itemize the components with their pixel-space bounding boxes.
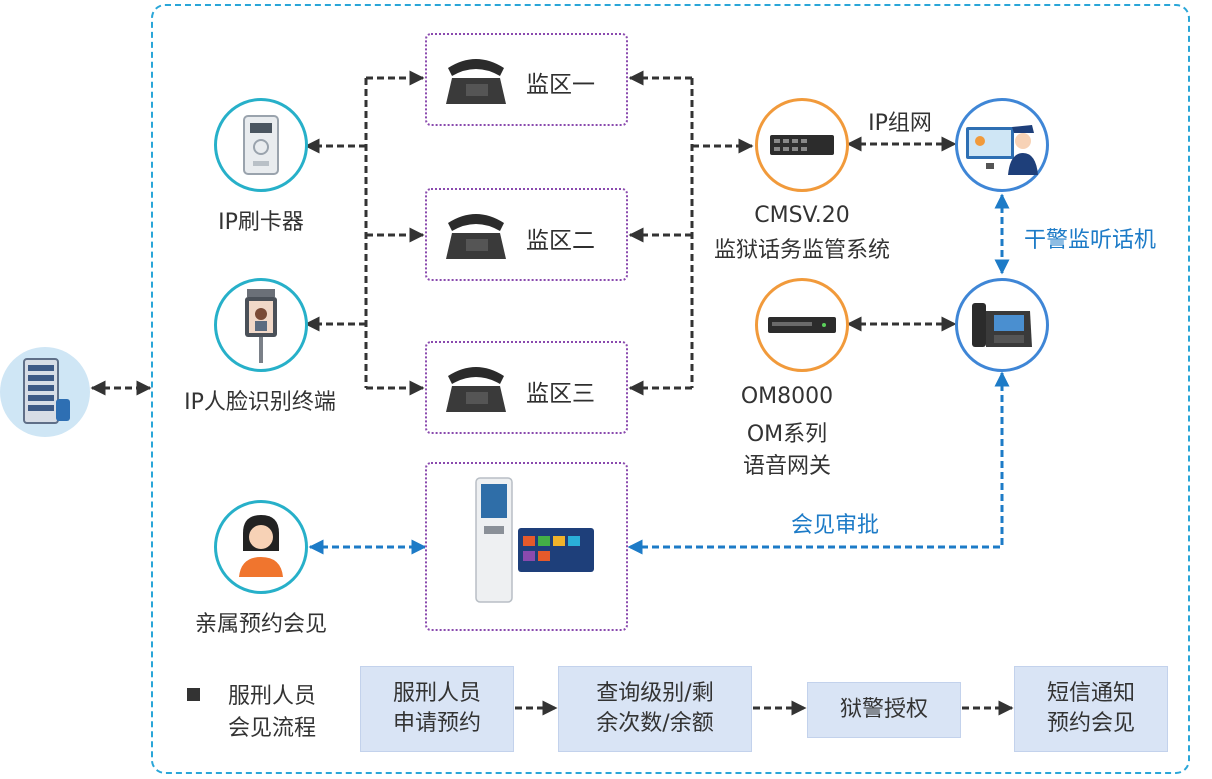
om-name-label: 语音网关 bbox=[742, 454, 831, 479]
family-node bbox=[214, 500, 308, 594]
approval-label: 会见审批 bbox=[790, 513, 879, 538]
ip-phone-icon bbox=[972, 303, 1032, 347]
process-step-3-line1: 狱警授权 bbox=[839, 697, 928, 722]
om-node bbox=[755, 278, 849, 372]
process-step-3: 狱警授权 bbox=[807, 682, 961, 738]
desk-phone-icon bbox=[446, 367, 506, 412]
legend-line-1: 服刑人员 bbox=[228, 684, 317, 709]
card-reader-node bbox=[214, 98, 308, 192]
ip-phone-node bbox=[955, 278, 1049, 372]
face-terminal-label: IP人脸识别终端 bbox=[184, 390, 336, 415]
process-step-2-line1: 查询级别/剩 bbox=[596, 681, 714, 706]
cmsv-model-label: CMSV.20 bbox=[754, 203, 850, 228]
process-step-2-line2: 余次数/余额 bbox=[596, 711, 714, 736]
process-step-1: 服刑人员 申请预约 bbox=[360, 666, 514, 752]
rack-device-icon bbox=[768, 317, 836, 333]
face-terminal-icon bbox=[245, 289, 277, 363]
process-step-1-line1: 服刑人员 bbox=[392, 681, 481, 706]
ip-network-label: IP组网 bbox=[868, 111, 932, 136]
card-reader-icon bbox=[243, 115, 279, 175]
cmsv-node bbox=[755, 98, 849, 192]
desk-phone-icon bbox=[446, 214, 506, 259]
police-monitor-icon bbox=[966, 125, 1038, 175]
process-step-4: 短信通知 预约会见 bbox=[1014, 666, 1168, 752]
card-reader-label: IP刷卡器 bbox=[218, 210, 304, 235]
family-label: 亲属预约会见 bbox=[194, 612, 327, 637]
legend-line-2: 会见流程 bbox=[228, 716, 317, 741]
zone-3-label: 监区三 bbox=[526, 381, 595, 407]
server-node bbox=[0, 347, 90, 437]
zone-1-label: 监区一 bbox=[526, 72, 595, 98]
guard-phone-label: 干警监听话机 bbox=[1023, 228, 1156, 253]
guard-monitor-node bbox=[955, 98, 1049, 192]
process-step-4-line1: 短信通知 bbox=[1046, 681, 1135, 706]
process-step-1-line2: 申请预约 bbox=[392, 711, 481, 736]
system-frame bbox=[151, 4, 1190, 774]
process-step-4-line2: 预约会见 bbox=[1046, 711, 1135, 736]
om-model-label: OM8000 bbox=[740, 384, 834, 409]
process-step-2: 查询级别/剩 余次数/余额 bbox=[558, 666, 752, 752]
kiosk-icon bbox=[475, 477, 594, 603]
legend-bullet bbox=[187, 688, 200, 701]
face-terminal-node bbox=[214, 278, 308, 372]
server-icon bbox=[23, 358, 70, 424]
person-icon bbox=[239, 515, 283, 577]
om-series-label: OM系列 bbox=[746, 422, 828, 447]
desk-phone-icon bbox=[446, 59, 506, 104]
cmsv-name-label: 监狱话务监管系统 bbox=[713, 238, 890, 263]
zone-2-label: 监区二 bbox=[526, 228, 595, 254]
rack-device-icon bbox=[770, 135, 834, 155]
